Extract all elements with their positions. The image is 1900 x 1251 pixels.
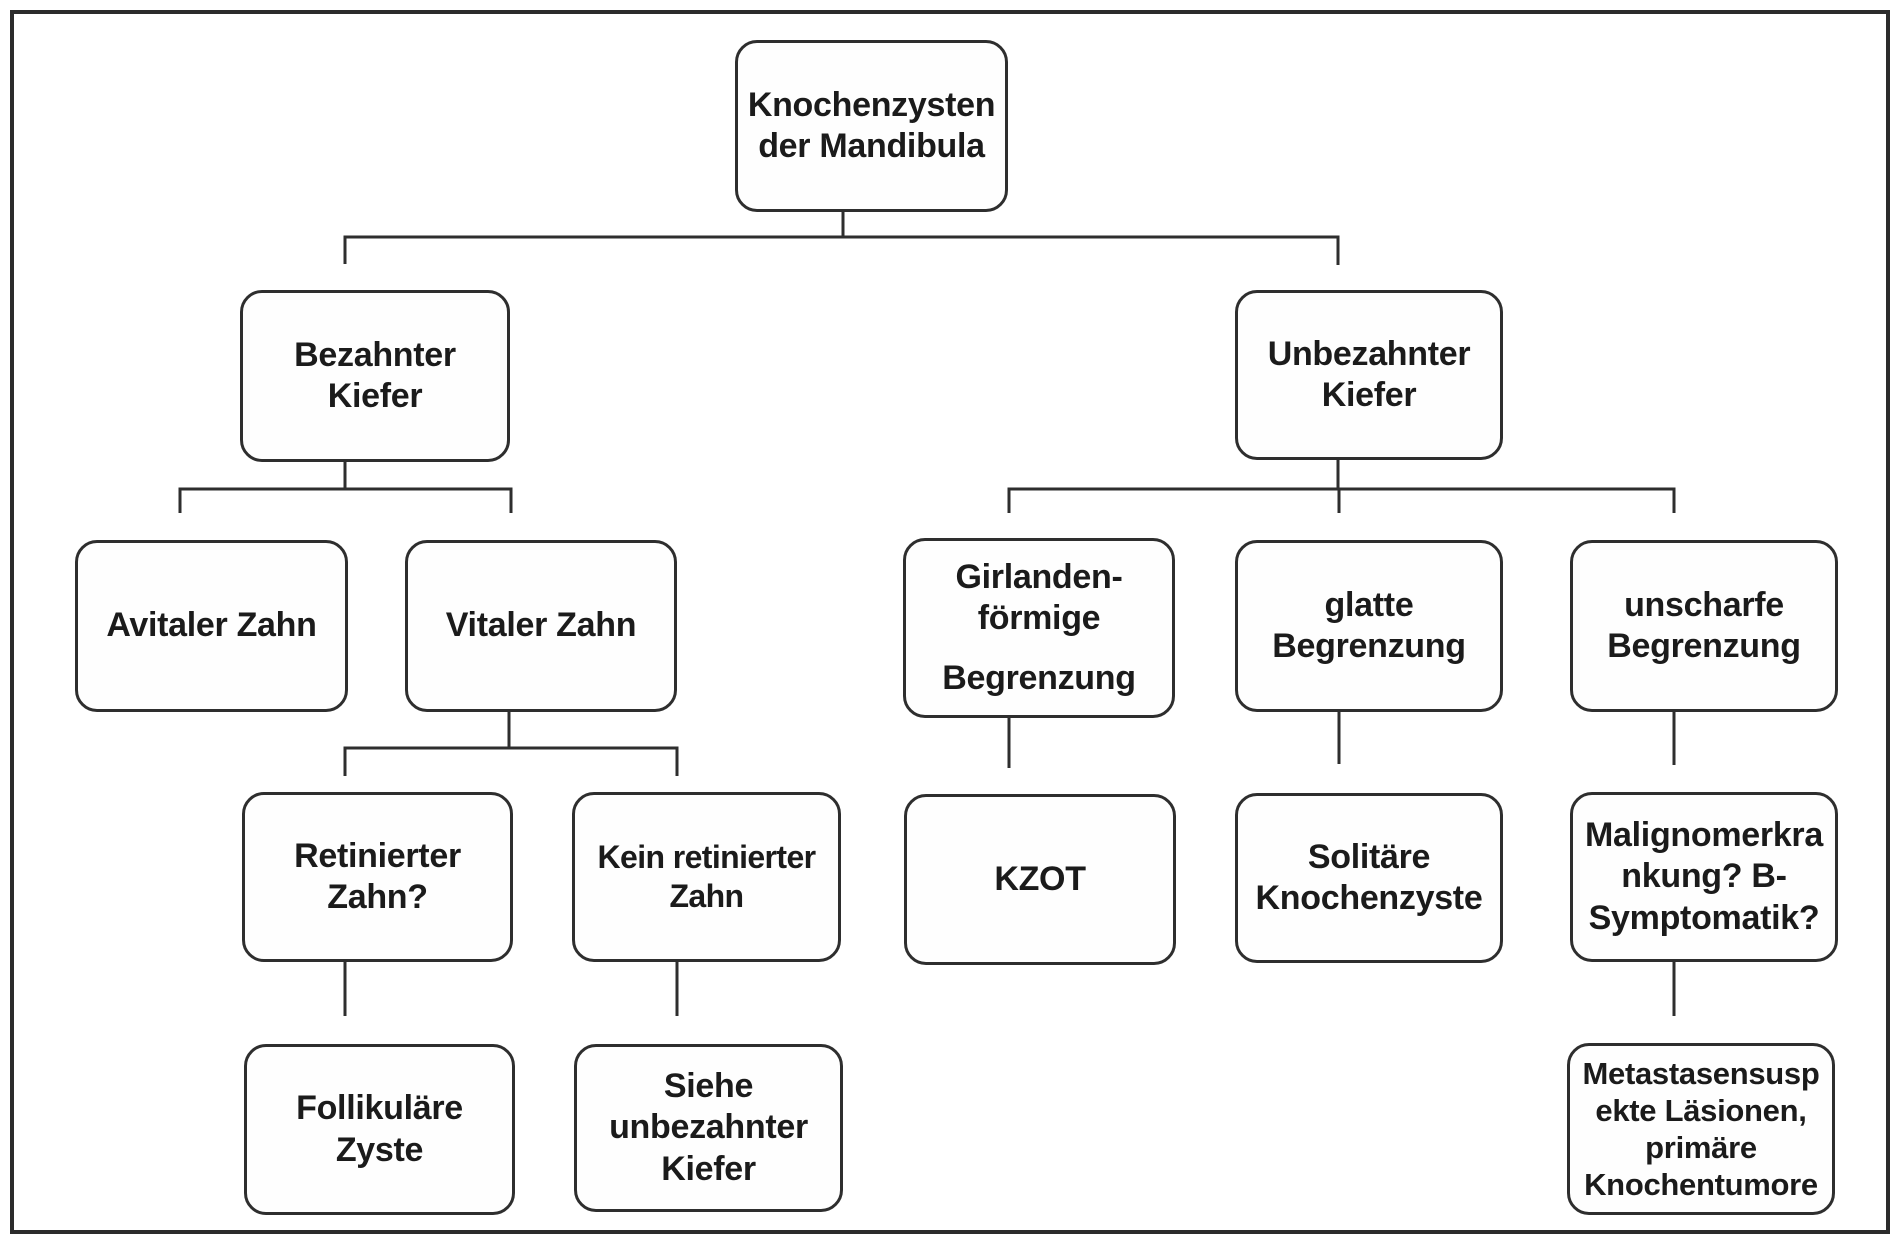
node-unbezahnter-kiefer: Unbezahnter Kiefer — [1235, 290, 1503, 460]
connector-bezahnter-to-children-rail — [178, 487, 513, 513]
node-follikulaere-zyste: Follikuläre Zyste — [244, 1044, 515, 1215]
outer-frame — [10, 10, 1890, 1234]
node-unscharfe-begrenzung: unscharfe Begrenzung — [1570, 540, 1838, 712]
node-girlanden-label-top: Girlanden- förmige — [955, 557, 1123, 638]
connector-root-to-level2-rail — [343, 235, 1340, 265]
node-girlanden-label-bottom: Begrenzung — [942, 658, 1136, 697]
node-kein-retinierter-zahn: Kein retinierter Zahn — [572, 792, 841, 962]
node-siehe-unbezahnter-kiefer: Siehe unbezahnter Kiefer — [574, 1044, 843, 1212]
node-malignomerkrankung-b-symptomatik: Malignomerkra nkung? B- Symptomatik? — [1570, 792, 1838, 962]
node-girlandenfoermige-begrenzung: Girlanden- förmige Begrenzung — [903, 538, 1175, 718]
node-retinierter-zahn: Retinierter Zahn? — [242, 792, 513, 962]
node-metastasensuspekte-laesionen: Metastasensusp ekte Läsionen, primäre Kn… — [1567, 1043, 1835, 1215]
connector-vitaler-to-children-rail — [343, 746, 679, 776]
node-solitaere-knochenzyste: Solitäre Knochenzyste — [1235, 793, 1503, 963]
node-glatte-begrenzung: glatte Begrenzung — [1235, 540, 1503, 712]
node-avitaler-zahn: Avitaler Zahn — [75, 540, 348, 712]
node-vitaler-zahn: Vitaler Zahn — [405, 540, 677, 712]
node-kzot: KZOT — [904, 794, 1176, 965]
node-bezahnter-kiefer: Bezahnter Kiefer — [240, 290, 510, 462]
node-knochenzysten-der-mandibula: Knochenzysten der Mandibula — [735, 40, 1008, 212]
connector-unbezahnter-to-children-rail — [1007, 487, 1676, 513]
